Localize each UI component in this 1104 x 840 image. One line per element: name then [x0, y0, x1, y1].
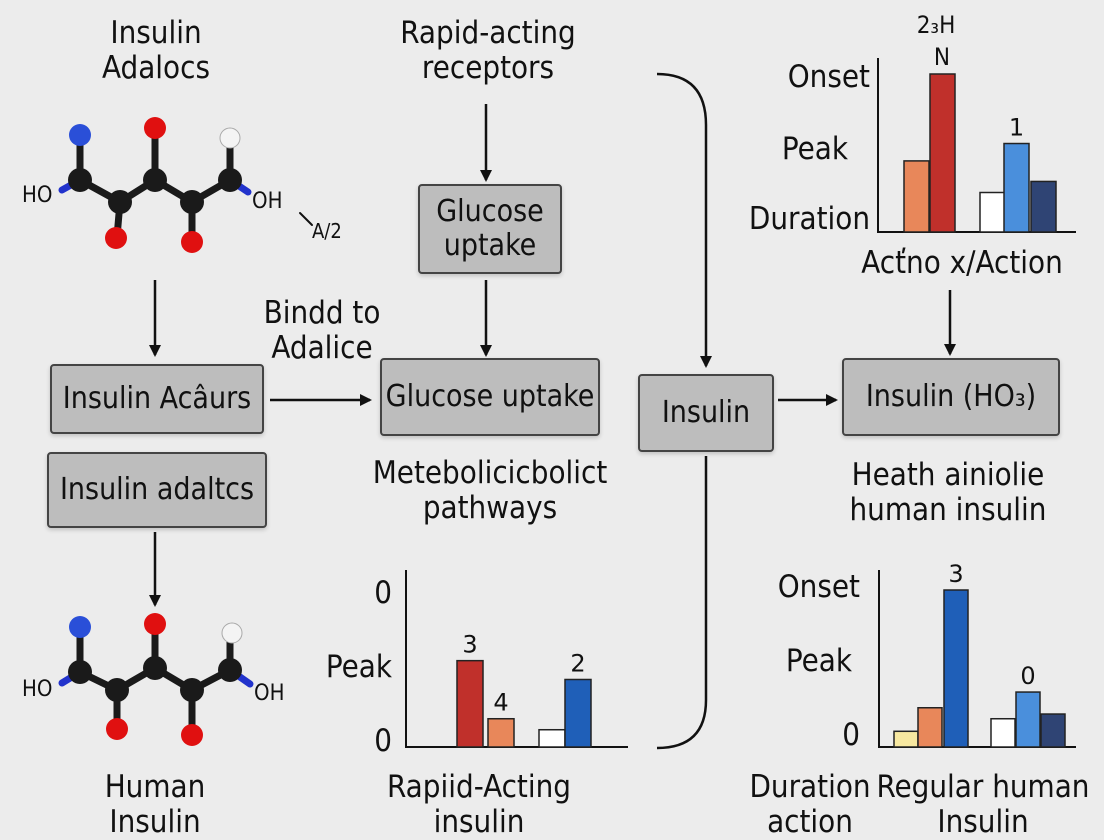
label-bindd-to-adalice: Bindd to Adalice [263, 295, 381, 366]
label-a2-top: A/2 [312, 219, 342, 243]
chart1-bar-1 [929, 73, 956, 233]
chart1-bar-4 [1030, 180, 1057, 233]
label-ho-top: HO [22, 183, 53, 208]
chart1-bar-2 [979, 191, 1006, 233]
box-insulin-center: Insulin [638, 374, 774, 452]
label-duration-action: Duration action [749, 769, 871, 840]
chart2-bar-0 [456, 659, 484, 748]
molecule-top [58, 117, 313, 253]
chart2-bar-1 [487, 717, 515, 748]
label-rapid-receptors: Rapid-acting receptors [400, 15, 576, 86]
label-chart1-superscript: 2₃H [916, 11, 956, 39]
box-insulin-acaurs: Insulin Acâurs [50, 364, 264, 434]
chart1-tick-0: Onset [787, 59, 870, 95]
label-oh-top: OH [252, 189, 283, 214]
chart3-bar-1 [917, 707, 943, 748]
box-insulin-adaltcs: Insulin adaltcs [47, 452, 267, 528]
chart2-tick-1: Peak [325, 649, 392, 685]
chart3-data-label-4: 0 [1020, 662, 1035, 690]
chart1-bar-0 [903, 160, 930, 233]
chart1-bars: 1 [903, 73, 1057, 233]
chart3-tick-0: Onset [777, 569, 860, 605]
chart3-tick-2: 0 [842, 717, 860, 753]
chart1-bar-3 [1003, 142, 1030, 233]
chart3-bars: 30 [893, 560, 1066, 748]
chart3-bar-3 [990, 717, 1016, 748]
bracket-bottom [656, 456, 708, 750]
label-oh-bottom: OH [254, 681, 285, 706]
label-insulin-adalocs: Insulin Adalocs [101, 15, 210, 86]
chart2-data-label-1: 4 [493, 689, 508, 717]
chart2-axis [405, 570, 628, 748]
chart2-data-label-0: 3 [462, 631, 477, 659]
chart1-tick-2: Duration [748, 201, 870, 237]
box-insulin-ho: Insulin (HO₃) [842, 358, 1060, 436]
box-glucose-uptake-top: Glucose uptake [418, 184, 562, 274]
chart3-tick-1: Peak [785, 643, 852, 679]
chart2-tick-0: 0 [374, 575, 392, 611]
molecule-bottom [58, 613, 254, 746]
chart2-tick-2: 0 [374, 723, 392, 759]
label-heath-human-insulin: Heath ainiolie human insulin [849, 457, 1047, 528]
chart3-bar-5 [1040, 713, 1066, 748]
label-rapid-acting-insulin: Rapiid-Acting insulin [386, 769, 572, 840]
label-human-insulin: Human Insulin [104, 769, 206, 840]
chart1-tick-1: Peak [781, 131, 848, 167]
chart2-bars: 3 4 2 [456, 631, 592, 748]
label-ho-bottom: HO [22, 677, 53, 702]
bracket-top [656, 72, 712, 368]
label-regular-human-insulin: Regular human Insulin [876, 769, 1090, 840]
chart3-bar-4 [1015, 691, 1041, 748]
label-metebolic-pathways: Metebolicicbolict pathways [372, 455, 608, 526]
chart3-data-label-2: 3 [948, 560, 963, 588]
arrows [149, 72, 956, 750]
chart3-bar-2 [943, 589, 969, 748]
chart1-data-label-3: 1 [1009, 114, 1024, 142]
chart3-bar-0 [893, 730, 919, 748]
box-glucose-uptake-mid: Glucose uptake [380, 358, 600, 436]
label-action-axis: Acťno x/Action [861, 245, 1063, 281]
label-chart1-n: N [933, 43, 951, 71]
chart2-bar-3 [564, 678, 592, 748]
chart2-bar-2 [538, 728, 566, 748]
chart2-data-label-3: 2 [570, 649, 585, 677]
